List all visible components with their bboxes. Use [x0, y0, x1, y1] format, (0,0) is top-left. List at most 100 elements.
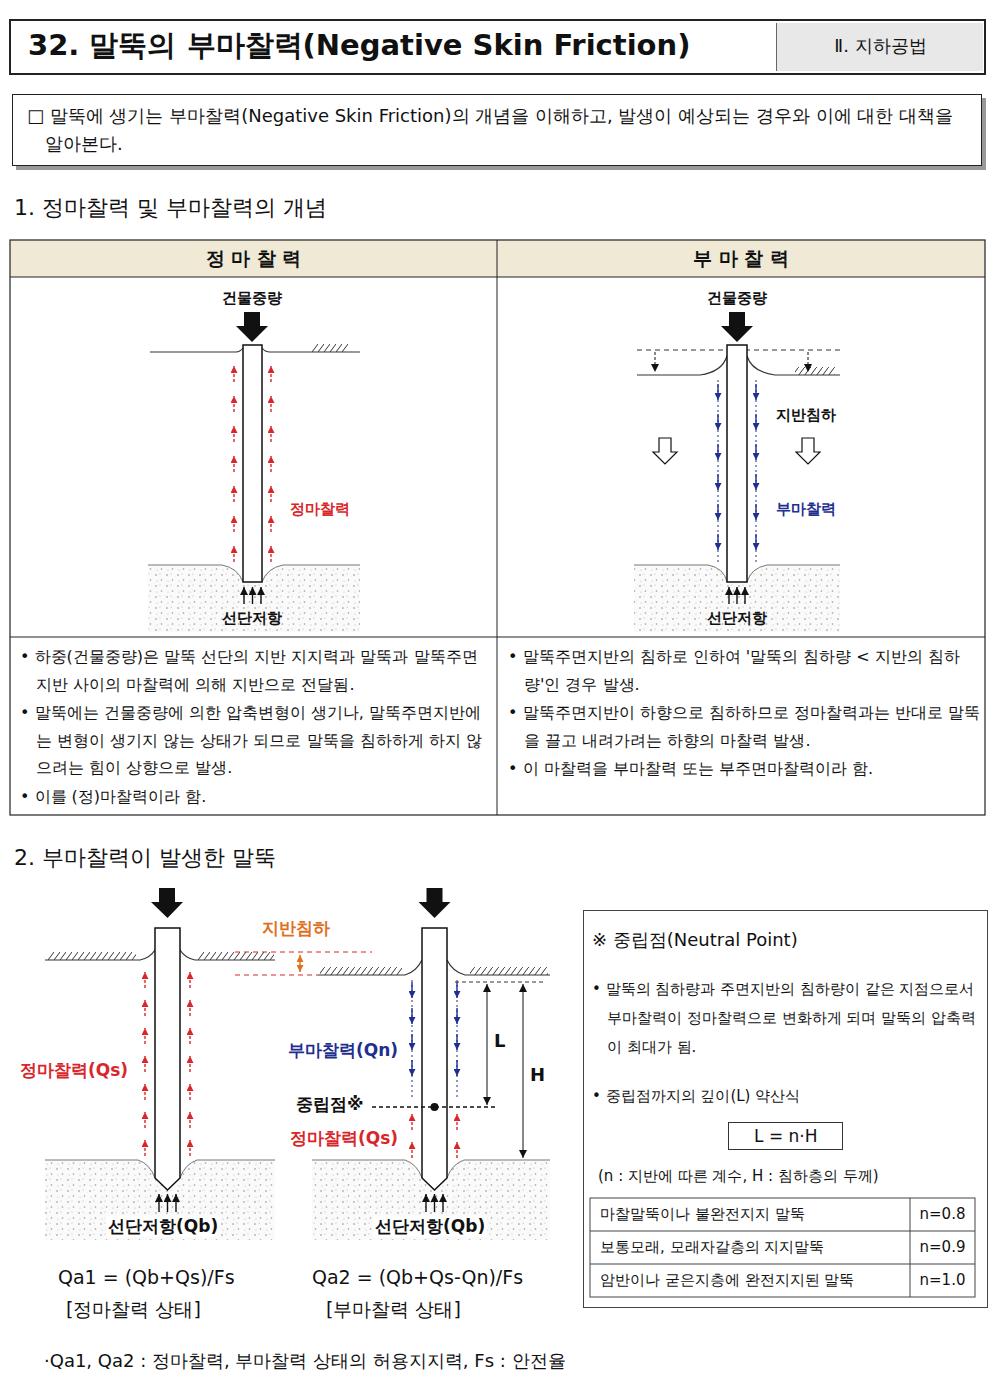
footnote: ·Qa1, Qa2 : 정마찰력, 부마찰력 상태의 허용지지력, Fs : 안… — [44, 1350, 566, 1373]
force-arrow — [270, 546, 271, 562]
force-arrow — [755, 444, 756, 460]
force-arrow — [144, 1056, 145, 1072]
force-arrow — [144, 1028, 145, 1044]
table-cell: • 말뚝주면지반이 하향으로 침하하므로 정마찰력과는 반대로 말뚝을 끌고 내… — [508, 699, 980, 754]
force-arrow — [755, 384, 756, 400]
friction-label: 정마찰력(Qs) — [290, 1128, 398, 1149]
table-cell: 마찰말뚝이나 불완전지지 말뚝 — [600, 1205, 805, 1224]
force-arrow — [736, 587, 737, 604]
force-arrow — [717, 474, 718, 490]
tip-resistance-label: 선단저항(Qb) — [373, 1216, 487, 1237]
pile-negative-friction-figure — [634, 312, 840, 632]
force-arrow — [425, 1194, 426, 1212]
page-title: 32. 말뚝의 부마찰력(Negative Skin Friction) — [28, 27, 690, 63]
tip-resistance-label: 선단저항 — [687, 609, 787, 628]
force-arrow — [411, 1114, 412, 1130]
objective-box: □ 말뚝에 생기는 부마찰력(Negative Skin Friction)의 … — [12, 94, 982, 166]
force-arrow — [189, 1084, 190, 1100]
force-arrow — [233, 516, 234, 532]
force-arrow — [189, 972, 190, 988]
force-arrow — [270, 516, 271, 532]
force-arrow — [456, 1142, 457, 1158]
formula-text: L = n·H — [754, 1126, 817, 1147]
force-arrow — [144, 1112, 145, 1128]
force-arrow — [144, 1084, 145, 1100]
section-tag: Ⅱ. 지하공법 — [776, 23, 983, 71]
formula: Qa2 = (Qb+Qs-Qn)/Fs — [312, 1266, 523, 1290]
formula-box: L = n·H — [728, 1122, 843, 1150]
force-arrow — [270, 456, 271, 472]
objective-text: □ 말뚝에 생기는 부마찰력(Negative Skin Friction)의 … — [27, 102, 972, 158]
note-text: (n : 지반에 따른 계수, H : 침하층의 두께) — [598, 1167, 879, 1186]
force-arrow — [717, 384, 718, 400]
pile-positive-friction-figure — [148, 312, 360, 632]
load-label: 건물중량 — [202, 289, 302, 308]
force-arrow — [456, 1114, 457, 1130]
force-arrow — [175, 1194, 176, 1212]
table-cell: • 말뚝주면지반의 침하로 인하여 '말뚝의 침하량 < 지반의 침하량'인 경… — [508, 643, 980, 698]
neutral-point-label: 중립점※ — [296, 1094, 364, 1115]
force-arrow — [717, 504, 718, 520]
section-heading: 1. 정마찰력 및 부마찰력의 개념 — [14, 194, 327, 222]
force-arrow — [144, 1000, 145, 1016]
force-arrow — [456, 1034, 457, 1050]
friction-label: 부마찰력(Qn) — [288, 1040, 398, 1061]
section-tag-text: Ⅱ. 지하공법 — [777, 35, 984, 58]
force-arrow — [189, 1056, 190, 1072]
friction-label: 정마찰력 — [290, 500, 350, 519]
force-arrow — [411, 982, 412, 998]
box-heading: ※ 중립점(Neutral Point) — [592, 929, 798, 952]
table-cell: n=0.8 — [910, 1205, 975, 1224]
force-arrow — [717, 414, 718, 430]
force-arrow — [411, 1034, 412, 1050]
friction-label: 정마찰력(Qs) — [20, 1060, 128, 1081]
force-arrow — [260, 587, 261, 604]
state-caption: [정마찰력 상태] — [66, 1298, 201, 1322]
force-arrow — [243, 587, 244, 604]
table-cell: n=0.9 — [910, 1238, 975, 1257]
bullet-text: • 중립점까지의 깊이(L) 약산식 — [592, 1087, 800, 1106]
table-cell: • 말뚝에는 건물중량에 의한 압축변형이 생기나, 말뚝주면지반에는 변형이 … — [20, 699, 492, 782]
force-arrow — [189, 1000, 190, 1016]
table-header: 정 마 찰 력 — [10, 247, 497, 271]
force-arrow — [233, 456, 234, 472]
force-arrow — [233, 366, 234, 382]
force-arrow — [755, 534, 756, 550]
force-arrow — [233, 546, 234, 562]
friction-label: 부마찰력 — [776, 500, 836, 519]
force-arrow — [270, 486, 271, 502]
force-arrow — [411, 1060, 412, 1076]
dimension-label: L — [494, 1030, 505, 1053]
force-arrow — [270, 396, 271, 412]
force-arrow — [717, 444, 718, 460]
force-arrow — [456, 1008, 457, 1024]
force-arrow — [717, 534, 718, 550]
table-cell: n=1.0 — [910, 1271, 975, 1290]
force-arrow — [270, 426, 271, 442]
force-arrow — [755, 414, 756, 430]
table-cell: • 이를 (정)마찰력이라 함. — [20, 783, 492, 811]
table-cell: • 이 마찰력을 부마찰력 또는 부주면마찰력이라 함. — [508, 755, 980, 783]
tip-resistance-label: 선단저항(Qb) — [106, 1216, 220, 1237]
settlement-label: 지반침하 — [776, 406, 836, 425]
force-arrow — [434, 1194, 435, 1212]
frames — [10, 20, 985, 1297]
dimension-label: H — [530, 1064, 545, 1087]
force-arrow — [411, 1008, 412, 1024]
table-cell: 암반이나 굳은지층에 완전지지된 말뚝 — [600, 1271, 854, 1290]
force-arrow — [189, 1028, 190, 1044]
force-arrow — [456, 1060, 457, 1076]
force-arrow — [456, 982, 457, 998]
table-cell: 보통모래, 모래자갈층의 지지말뚝 — [600, 1238, 824, 1257]
force-arrow — [189, 1112, 190, 1128]
table-header: 부 마 찰 력 — [497, 247, 985, 271]
section-heading: 2. 부마찰력이 발생한 말뚝 — [14, 844, 276, 872]
force-arrow — [270, 366, 271, 382]
force-arrow — [144, 972, 145, 988]
force-arrow — [411, 1142, 412, 1158]
force-arrow — [233, 426, 234, 442]
table-cell: • 하중(건물중량)은 말뚝 선단의 지반 지지력과 말뚝과 말뚝주면지반 사이… — [20, 643, 492, 698]
force-arrow — [233, 396, 234, 412]
force-arrow — [158, 1194, 159, 1212]
